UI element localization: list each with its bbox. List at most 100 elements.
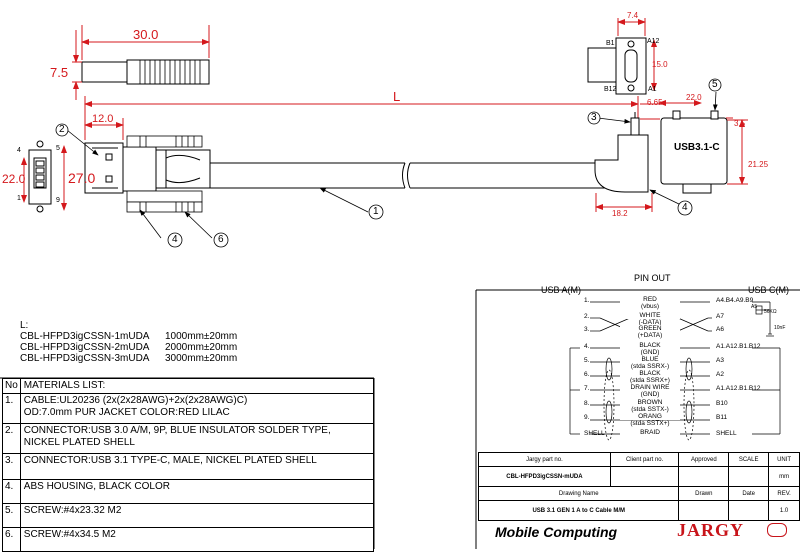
- usb-c-end-view: [587, 37, 647, 95]
- tb-drawing-name: USB 3.1 GEN 1 A to C Cable M/M: [477, 500, 680, 521]
- material-line: OD:7.0mm PUR JACKET COLOR:RED LILAC: [23, 407, 230, 418]
- brand-icon: [767, 523, 787, 537]
- callout-1: 1: [373, 206, 379, 217]
- pinout-wire: BLUE: [620, 356, 680, 363]
- material-line: ABS HOUSING, BLACK COLOR: [19, 479, 375, 504]
- dim-22: 22.0: [2, 172, 26, 186]
- pinout-pin: 9.: [584, 414, 590, 421]
- pinout-c-pin: A3: [716, 357, 724, 364]
- pinout-pin: 5.: [584, 357, 590, 364]
- brand-logo-jargy: JARGY: [677, 520, 744, 540]
- usb-a-side-view: [81, 59, 210, 85]
- pinout-wire-signal: (stda SSRX+): [630, 377, 670, 384]
- tb-drawing-name-label: Drawing Name: [477, 486, 680, 501]
- tb-rev: 1.0: [768, 500, 800, 521]
- tb-unit: mm: [768, 466, 800, 487]
- tb-jargy-part-label: Jargy part no.: [478, 452, 611, 467]
- pinout-wire-signal: (vbus): [640, 303, 660, 310]
- callout-2: 2: [59, 124, 65, 135]
- material-line: SCREW:#4x34.5 M2: [19, 527, 375, 552]
- length-part: CBL-HFPD3igCSSN-1mUDA: [20, 331, 150, 342]
- pinout-wire-signal: (GND): [640, 391, 660, 398]
- material-line: CABLE:UL20236 (2x(2x28AWG)+2x(2x28AWG)C): [23, 395, 248, 406]
- materials-title: MATERIALS LIST:: [19, 378, 375, 394]
- material-no: 6.: [2, 527, 21, 552]
- pinout-pin: 2.: [584, 313, 590, 320]
- pin-b1: B1: [606, 40, 615, 47]
- tb-rev-label: REV.: [768, 486, 800, 501]
- dim-18-2: 18.2: [612, 209, 628, 218]
- pinout-pin: 4.: [584, 343, 590, 350]
- pin-a12: A12: [647, 38, 660, 45]
- pinout-wire: BLACK: [620, 342, 680, 349]
- pinout-wire: DRAIN WIRE: [620, 384, 680, 391]
- pin-5: 5: [56, 145, 60, 152]
- usb-c-right-angle: [594, 110, 728, 194]
- dim-L: L: [393, 89, 401, 104]
- usb-a-plug: [84, 142, 124, 194]
- pinout-c-pin: B11: [716, 414, 728, 421]
- pinout-c-pin: A1.A12.B1.B12: [716, 343, 761, 350]
- length-part: CBL-HFPD3igCSSN-2mUDA: [20, 342, 150, 353]
- pinout-wire-signal: (+DATA): [637, 332, 663, 339]
- pinout-wire: BLACK: [620, 370, 680, 377]
- pinout-wire: RED: [620, 296, 680, 303]
- pinout-pin: 8.: [584, 400, 590, 407]
- usb-a-end-view: [28, 140, 52, 213]
- pinout-a5: A5: [751, 304, 758, 310]
- pinout-c-pin: A4.B4.A9.B9: [716, 297, 754, 304]
- tb-date-label: Date: [728, 486, 770, 501]
- callout-6: 6: [218, 234, 224, 245]
- cable: [210, 150, 619, 189]
- length-part: CBL-HFPD3igCSSN-3mUDA: [20, 353, 150, 364]
- dim-30: 30.0: [133, 27, 159, 42]
- pinout-wire-signal: (stda SSTX-): [631, 406, 669, 413]
- material-line: NICKEL PLATED SHELL: [23, 437, 135, 448]
- pinout-wire: ORANG: [620, 413, 680, 420]
- pinout-pin: 1.: [584, 297, 590, 304]
- materials-no-header: No: [2, 378, 21, 394]
- material-line: CONNECTOR:USB 3.0 A/M, 9P, BLUE INSULATO…: [23, 425, 331, 436]
- dim-3-5: 3.5: [734, 119, 746, 128]
- pinout-wire: BROWN: [620, 399, 680, 406]
- callout-3: 3: [591, 112, 597, 123]
- usb-c-label: USB3.1-C: [674, 142, 720, 153]
- pinout-pin: 6.: [584, 371, 590, 378]
- pinout-capacitor: 10nF: [774, 325, 786, 331]
- pinout-c-pin: A6: [716, 326, 724, 333]
- callout-4b: 4: [682, 202, 688, 213]
- pin-1: 1: [17, 195, 21, 202]
- pinout-wire: BRAID: [620, 429, 680, 436]
- pinout-c-pin: B10: [716, 400, 728, 407]
- callout-4: 4: [172, 234, 178, 245]
- pinout-c-pin: A2: [716, 371, 724, 378]
- tb-approved-label: Approved: [678, 452, 730, 467]
- pin-a1: A1: [648, 86, 657, 93]
- tb-client-part-label: Client part no.: [609, 452, 680, 467]
- tb-drawn-label: Drawn: [678, 486, 730, 501]
- material-no: 3.: [2, 453, 21, 480]
- tb-scale-label: SCALE: [728, 452, 770, 467]
- material-no: 1.: [2, 393, 21, 424]
- pinout-pin: SHELL: [584, 430, 605, 437]
- dim-12: 12.0: [92, 113, 114, 125]
- length-header: L:: [20, 320, 29, 331]
- brand-logo-mobile-computing: Mobile Computing: [495, 524, 618, 540]
- pinout-wire-signal: (stda SSRX-): [630, 363, 670, 370]
- pin-4: 4: [17, 147, 21, 154]
- pinout-wire-signal: (GND): [640, 349, 660, 356]
- pin-b12: B12: [604, 86, 617, 93]
- pinout-right-header: USB C(M): [748, 285, 789, 295]
- pinout-c-pin: SHELL: [716, 430, 737, 437]
- pinout-wire-signal: (-DATA): [638, 319, 662, 326]
- pinout-title: PIN OUT: [634, 273, 671, 283]
- pinout-wire: WHITE: [620, 312, 680, 319]
- screws: [126, 135, 203, 213]
- pinout-pin: 7.: [584, 385, 590, 392]
- material-line: SCREW:#4x23.32 M2: [19, 503, 375, 528]
- material-line: CONNECTOR:USB 3.1 TYPE-C, MALE, NICKEL P…: [19, 453, 375, 480]
- pinout-wire: GREEN: [620, 325, 680, 332]
- dim-15: 15.0: [652, 60, 668, 69]
